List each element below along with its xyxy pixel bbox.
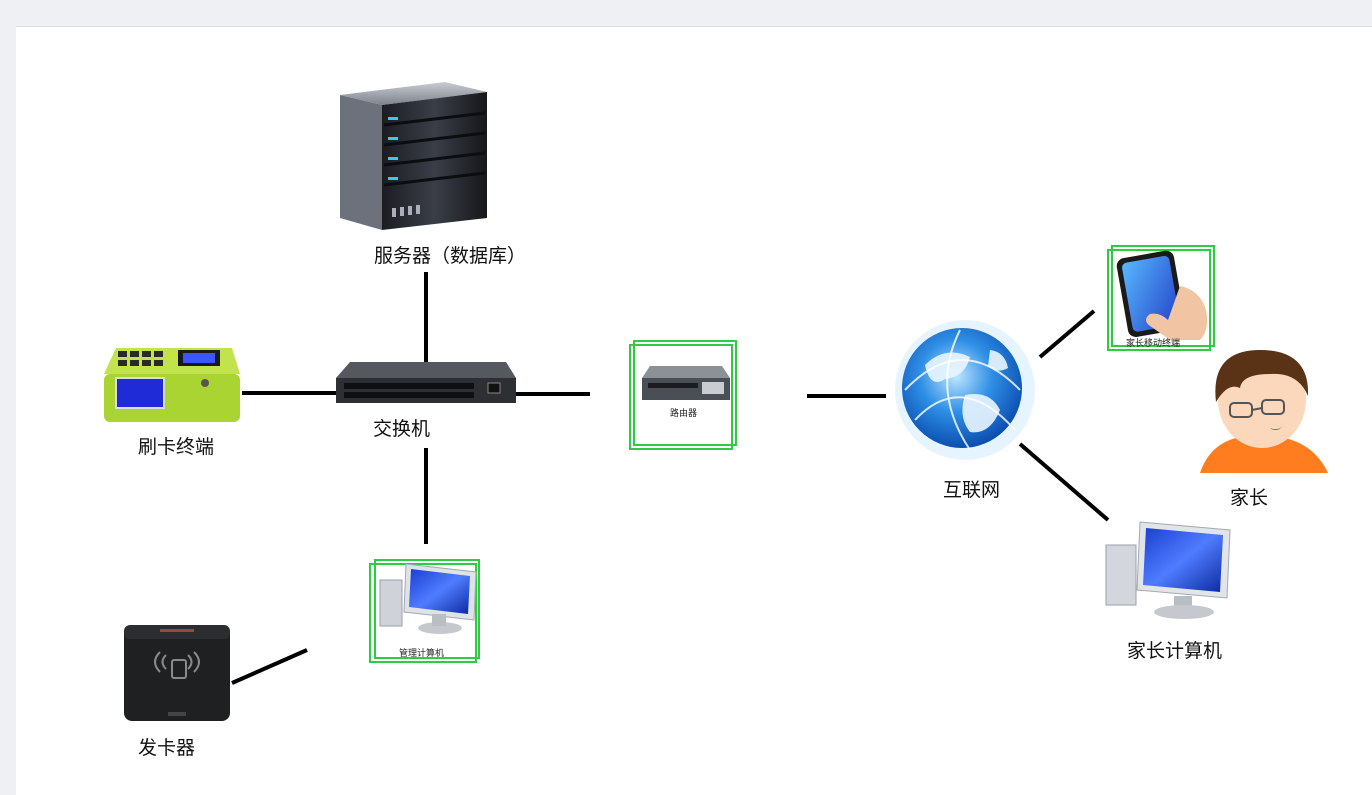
desktop-computer-icon [1105,521,1231,619]
connection-lines [231,272,1110,685]
card-terminal-icon [104,348,240,422]
internet-label: 互联网 [943,479,1000,501]
router-label: 路由器 [670,407,697,419]
server-icon [340,82,487,230]
server-label: 服务器（数据库） [374,245,526,267]
line-internet-parentpc [1018,442,1110,522]
smartphone-icon [1116,250,1208,340]
line-adminpc-issuer [231,648,308,685]
parent-avatar-icon [1200,350,1328,473]
parent-label: 家长 [1230,487,1268,509]
switch-label: 交换机 [373,418,430,440]
parent-pc-label: 家长计算机 [1127,640,1222,662]
parent-mobile-label: 家长移动终端 [1126,337,1180,349]
admin-pc-label: 管理计算机 [399,647,444,659]
card-reader-icon [124,625,230,721]
network-switch-icon [336,362,516,403]
card-issuer-label: 发卡器 [138,737,195,759]
card-terminal-label: 刷卡终端 [138,436,214,458]
router-icon [642,366,730,400]
globe-icon [895,320,1035,460]
desktop-computer-icon [379,563,477,634]
line-internet-mobile [1038,309,1096,359]
